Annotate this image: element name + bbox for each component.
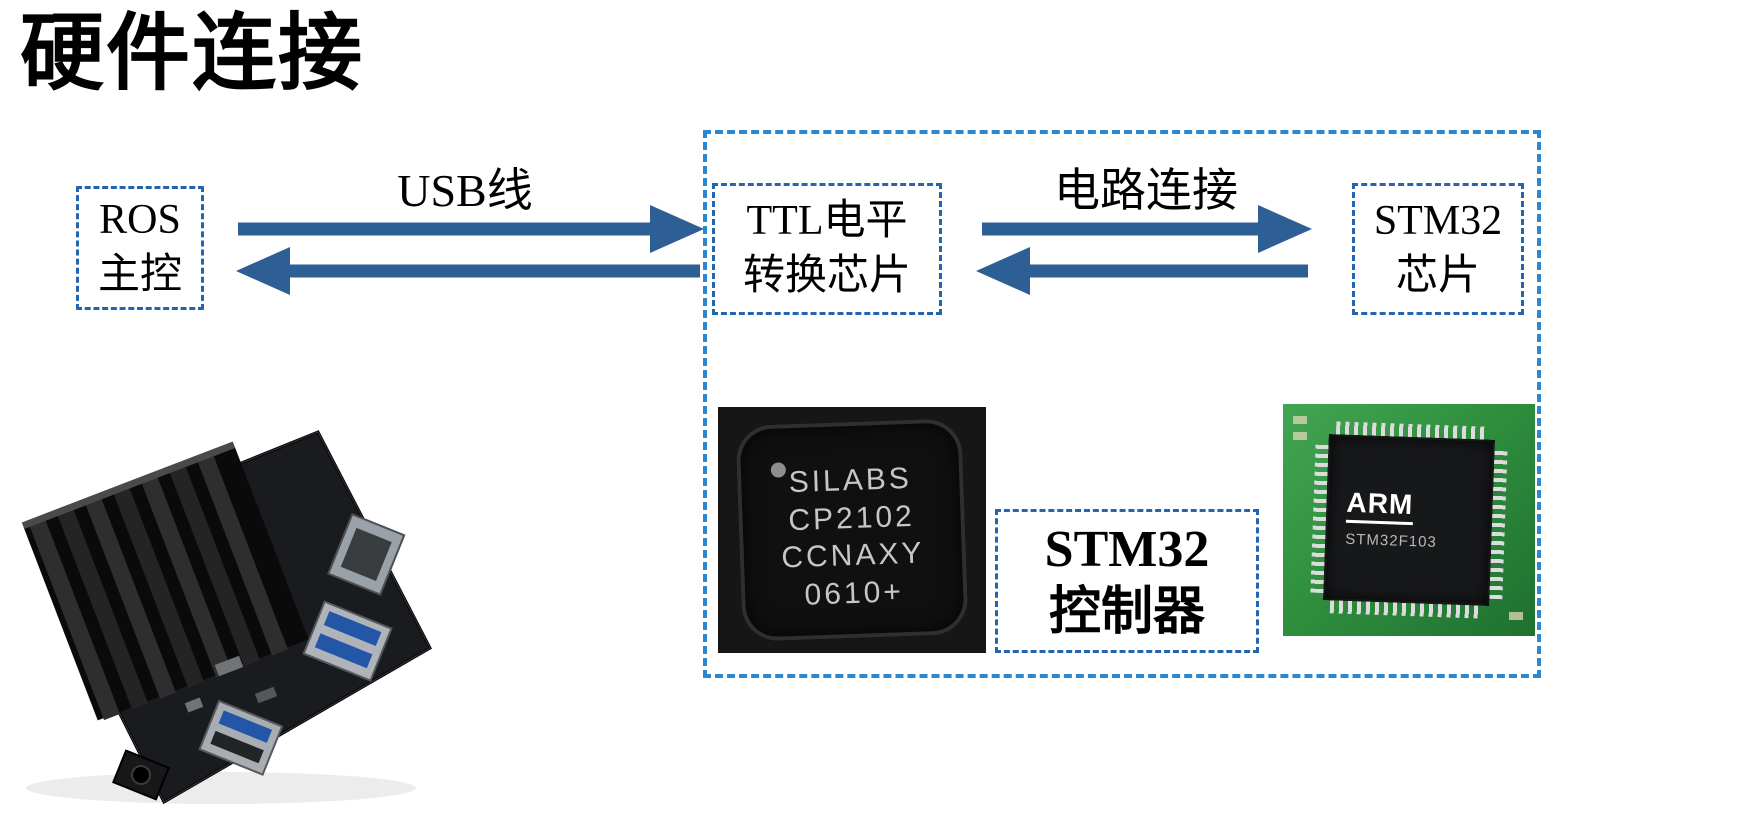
stm32-controller-group-box: [703, 130, 1541, 678]
pcb-pad: [1293, 416, 1307, 424]
circuit-link-label: 电路连接: [1054, 165, 1238, 216]
stm32-node-label-line1: STM32: [1373, 198, 1503, 245]
qfp-chip: ARM STM32F103: [1310, 421, 1509, 620]
stm32-node-label-line2: 芯片: [1395, 253, 1480, 299]
cp2102-marking-line1: SILABS: [788, 461, 913, 500]
usb-link-label: USB线: [397, 165, 533, 216]
pcb-pad: [1293, 432, 1307, 440]
stm32-chip-photo: ARM STM32F103: [1283, 404, 1535, 636]
arm-logo: ARM: [1345, 486, 1414, 526]
stm32-part-number: STM32F103: [1344, 531, 1438, 552]
page-title: 硬件连接: [20, 6, 365, 100]
ttl-node-label-line1: TTL电平: [746, 198, 908, 245]
node-ttl-converter: TTL电平 转换芯片: [712, 183, 942, 315]
cp2102-chip-body: SILABS CP2102 CCNAXY 0610+: [735, 418, 969, 642]
jetson-board-illustration: [21, 430, 432, 805]
qfp-die: ARM STM32F103: [1323, 434, 1495, 606]
controller-label-line1: STM32: [1044, 520, 1210, 578]
cp2102-marking-line2: CP2102: [787, 499, 916, 537]
node-ros-master: ROS 主控: [76, 186, 204, 310]
cp2102-marking-line3: CCNAXY: [780, 536, 925, 575]
ros-node-label-line1: ROS: [99, 197, 181, 244]
usb-arrow-left: [236, 247, 700, 295]
controller-label-line2: 控制器: [1048, 584, 1205, 641]
stm32-controller-label-box: STM32 控制器: [995, 509, 1259, 653]
cp2102-marking-line4: 0610+: [804, 574, 905, 612]
cp2102-chip-photo: SILABS CP2102 CCNAXY 0610+: [718, 407, 986, 653]
ttl-node-label-line2: 转换芯片: [742, 253, 911, 299]
pcb-pad: [1509, 612, 1523, 620]
cp2102-marking: SILABS CP2102 CCNAXY 0610+: [778, 460, 926, 615]
node-stm32-chip: STM32 芯片: [1352, 183, 1524, 315]
ros-node-label-line2: 主控: [97, 252, 182, 298]
jetson-nano-photo: [6, 360, 440, 812]
